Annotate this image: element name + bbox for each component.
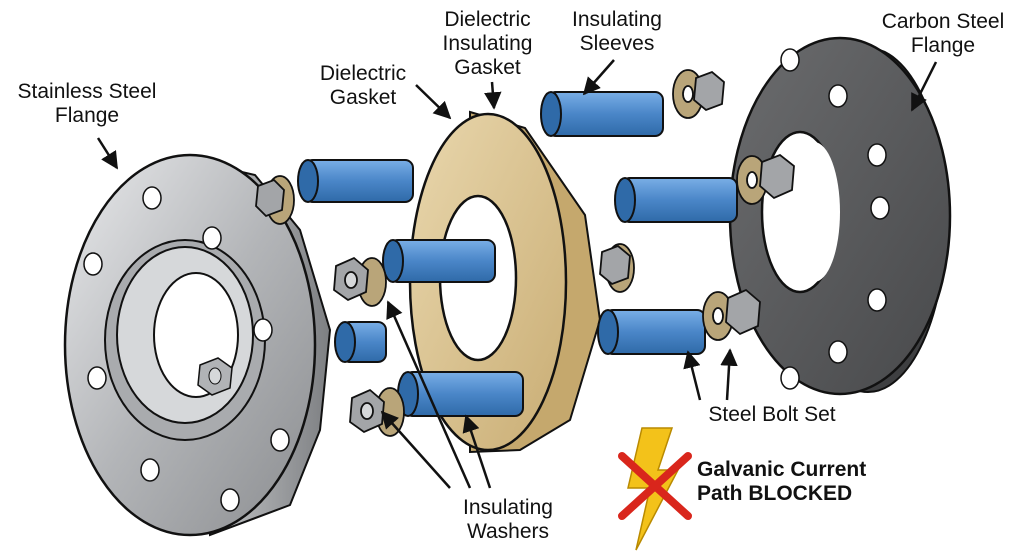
insulating-sleeves [297, 91, 738, 417]
stainless-flange-bolt-holes [83, 186, 290, 512]
arrow-icon [415, 84, 452, 120]
label-dielectric-gasket: Dielectric Gasket [319, 62, 407, 109]
carbon-steel-flange [728, 36, 952, 396]
carbon-flange-bolt-holes [780, 48, 890, 390]
sleeve-1 [297, 159, 414, 203]
arrow-icon [910, 61, 938, 112]
washer-nut-7 [702, 288, 761, 341]
sleeve-7 [597, 309, 706, 355]
arrow-icon [380, 410, 451, 489]
washer-nut-6 [599, 243, 635, 293]
sleeve-3 [334, 321, 387, 363]
arrow-icon [96, 137, 119, 170]
washer-nut-4 [672, 69, 725, 119]
callout-arrows [96, 59, 938, 489]
label-insulating-sleeves: Insulating Sleeves [572, 8, 662, 55]
label-dielectric-insulating-gasket: Dielectric Insulating Gasket [442, 8, 533, 79]
sleeve-2 [382, 239, 496, 283]
stainless-flange-nut [197, 357, 233, 396]
sleeve-6 [614, 177, 738, 223]
sleeve-4 [397, 371, 524, 417]
washer-nut-2 [333, 256, 387, 307]
galvanic-blocked-icon [618, 427, 692, 551]
washer-nut-1 [255, 175, 295, 225]
washer-nut-5 [736, 153, 795, 205]
label-steel-bolt-set: Steel Bolt Set [708, 403, 836, 426]
label-stainless-steel-flange: Stainless Steel Flange [17, 80, 157, 127]
arrow-icon [582, 59, 615, 96]
stainless-steel-flange [63, 153, 332, 537]
label-carbon-steel-flange: Carbon Steel Flange [881, 10, 1005, 57]
arrow-icon [683, 350, 702, 401]
arrow-icon [720, 348, 738, 401]
label-insulating-washers: Insulating Washers [463, 496, 553, 543]
sleeve-5 [540, 91, 664, 137]
red-cross-icon [618, 452, 692, 520]
arrow-icon [462, 414, 492, 489]
arrow-icon [484, 81, 502, 110]
label-galvanic-current-path-blocked: Galvanic Current Path BLOCKED [697, 458, 867, 505]
arrow-icon [386, 300, 472, 489]
